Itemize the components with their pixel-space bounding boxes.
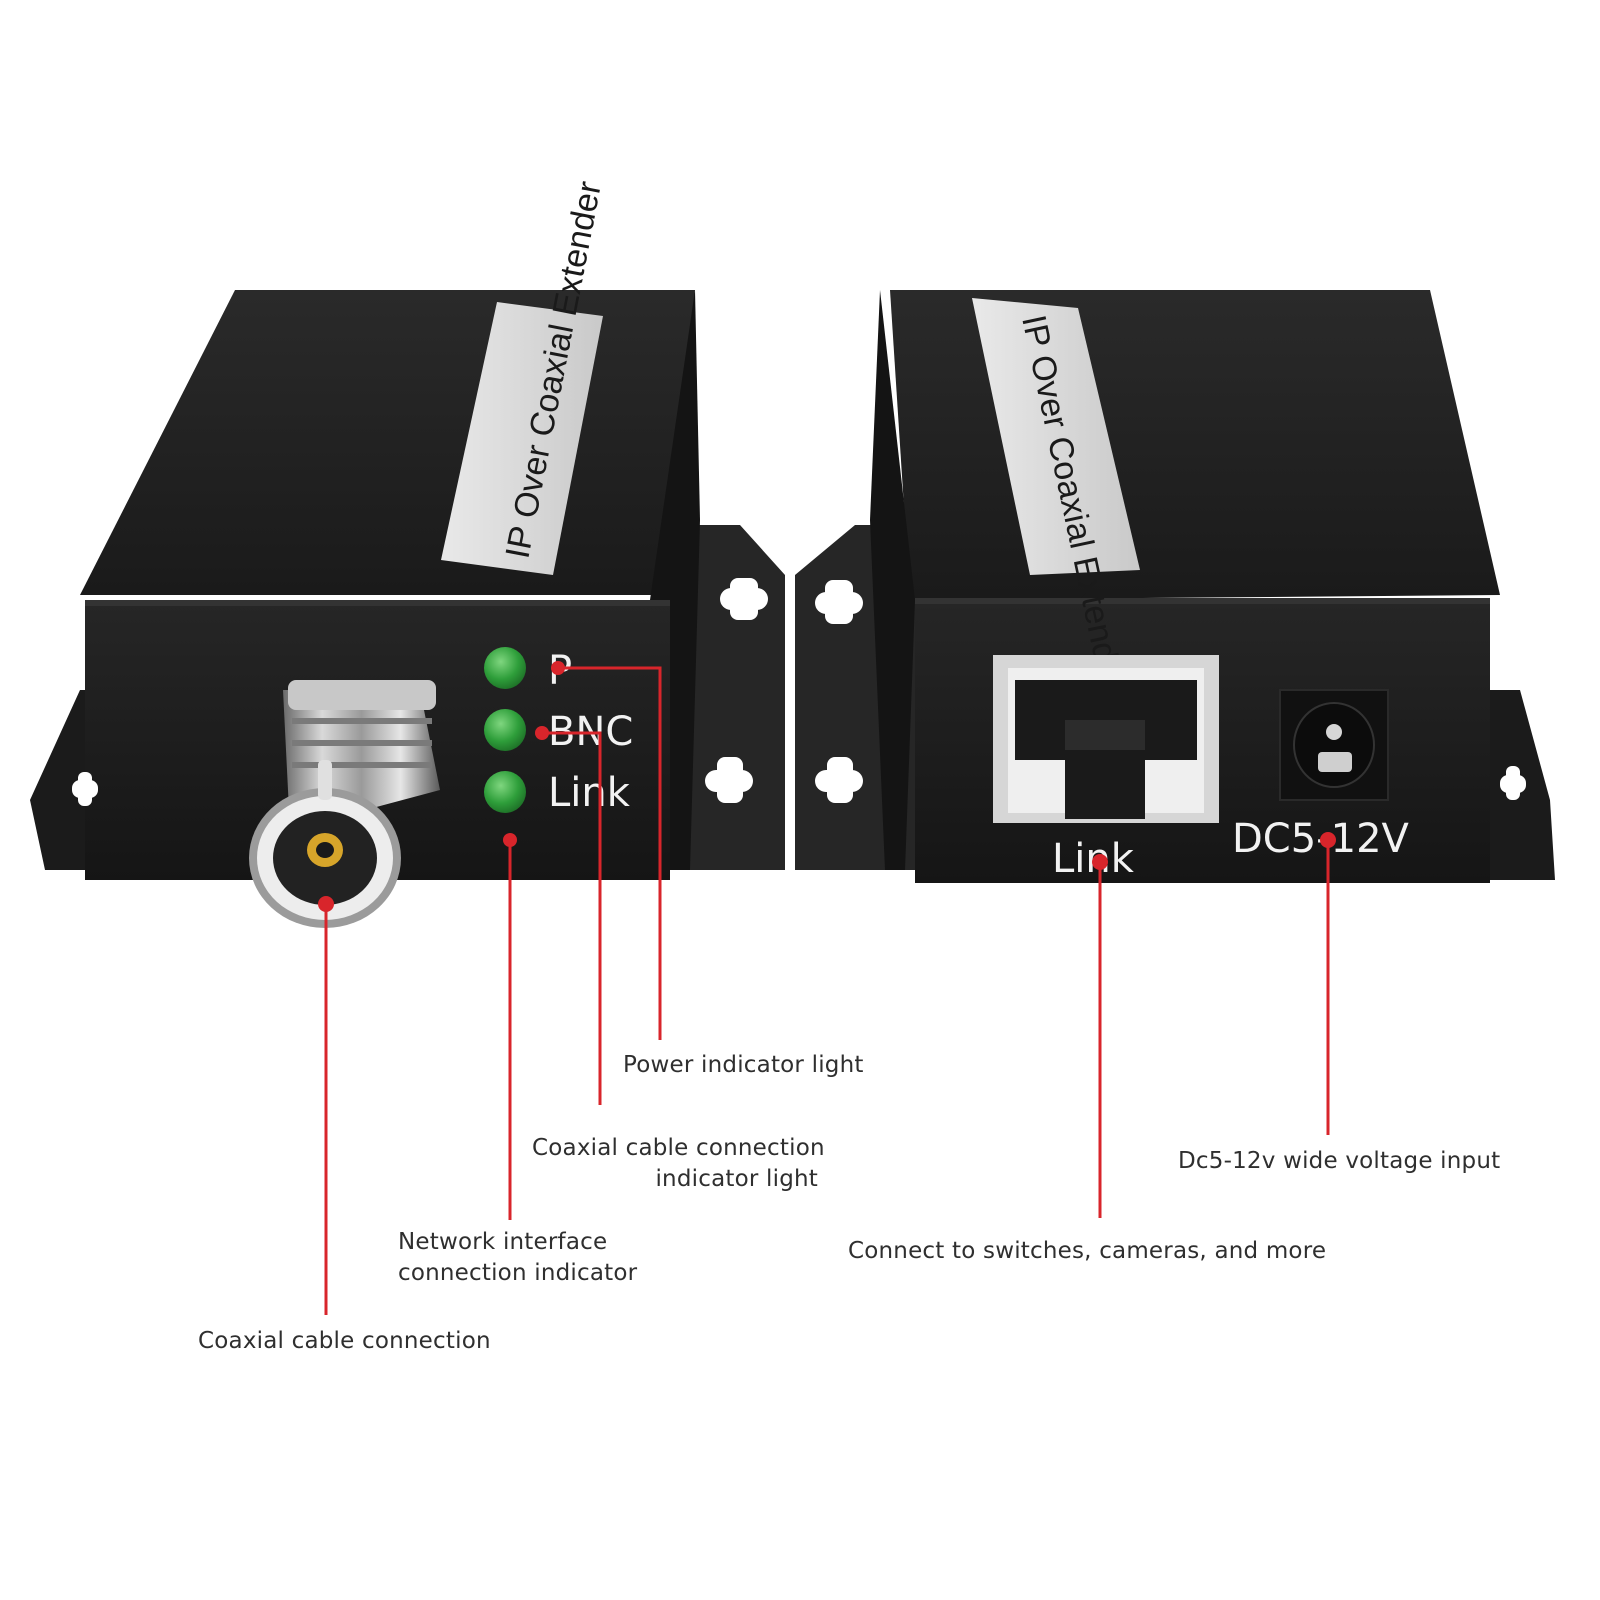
left-extender: IP Over Coaxial Extender P B: [30, 178, 785, 928]
callout-dot-dc: [1320, 832, 1336, 848]
rj45-port: [993, 655, 1219, 823]
callout-network-indicator: Network interface connection indicator: [398, 1227, 637, 1289]
callout-dots: [318, 661, 1336, 912]
led-indicators: [484, 647, 526, 813]
callout-dot-power: [551, 661, 565, 675]
callout-network-indicator-line-2: connection indicator: [398, 1260, 638, 1286]
callout-voltage-input: Dc5-12v wide voltage input: [1178, 1148, 1501, 1174]
right-extender: IP Over Coaxial Extender Link DC5-12V: [795, 290, 1555, 883]
bnc-connector: [249, 680, 440, 928]
dc-jack: [1279, 689, 1389, 801]
led-bnc: [484, 709, 526, 751]
led-label-link: Link: [548, 770, 631, 816]
left-body-top: [80, 290, 695, 595]
led-power: [484, 647, 526, 689]
callout-dot-network: [503, 833, 517, 847]
callout-line-bnc: [542, 731, 602, 1105]
callout-coax-indicator: Coaxial cable connection indicator light: [532, 1133, 825, 1195]
callout-dot-coax: [318, 896, 334, 912]
callout-dot-bnc: [535, 726, 549, 740]
left-mount-holes: [72, 578, 768, 806]
callout-connect-switches: Connect to switches, cameras, and more: [848, 1238, 1327, 1264]
callout-power-indicator: Power indicator light: [623, 1052, 864, 1078]
callout-coax-indicator-line-1: Coaxial cable connection: [532, 1135, 825, 1161]
callout-coax-connection: Coaxial cable connection: [198, 1328, 491, 1354]
callout-dot-rj45: [1092, 854, 1108, 870]
callout-line-power: [558, 666, 662, 1040]
right-mount-holes: [815, 580, 1526, 803]
callout-lines: [324, 666, 1330, 1315]
left-rear-flange: [690, 525, 785, 870]
callout-network-indicator-line-1: Network interface: [398, 1229, 608, 1255]
callout-coax-indicator-line-2: indicator light: [655, 1166, 818, 1192]
led-link: [484, 771, 526, 813]
